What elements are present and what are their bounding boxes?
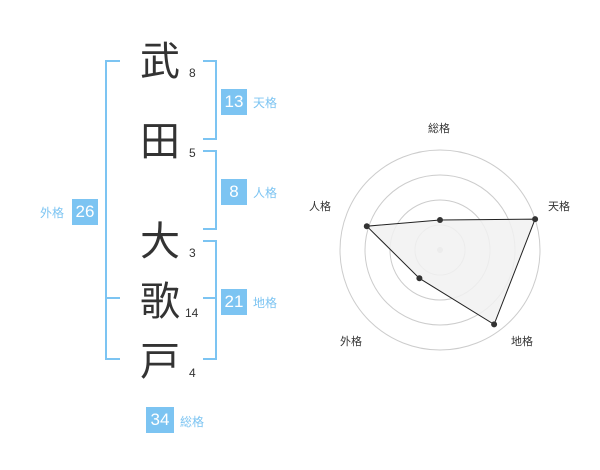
radar-ring-4	[339, 149, 541, 351]
chikaku-bracket	[203, 240, 217, 360]
name-char-3: 大	[140, 219, 180, 265]
name-char-4: 歌	[140, 279, 180, 325]
radar-point-1	[437, 217, 443, 223]
gaikaku-bracket	[105, 60, 120, 360]
jinkaku-label: 人格	[253, 186, 278, 200]
chikaku-label: 地格	[253, 296, 278, 310]
radar-axis-label-soukaku: 総格	[428, 122, 450, 135]
jinkaku-score: 8	[221, 179, 247, 205]
radar-points	[363, 216, 539, 328]
stroke-count-3: 3	[189, 246, 196, 260]
jinkaku-bracket	[203, 150, 217, 230]
radar-point-5	[363, 223, 370, 230]
stroke-count-5: 4	[189, 366, 196, 380]
chikaku-score: 21	[221, 289, 247, 315]
radar-axis-label-tenkaku: 天格	[548, 200, 570, 213]
tenkaku-bracket	[203, 60, 217, 140]
radar-point-2	[532, 216, 539, 223]
name-char-2: 田	[140, 119, 180, 165]
name-char-5: 戸	[140, 339, 180, 385]
radar-point-3	[491, 321, 498, 328]
stroke-count-2: 5	[189, 146, 196, 160]
soukaku-label: 総格	[180, 415, 205, 429]
radar-point-4	[416, 275, 423, 282]
gaikaku-score: 26	[72, 199, 98, 225]
gaikaku-label: 外格	[40, 206, 65, 220]
radar-axis-label-gaikaku: 外格	[340, 335, 362, 348]
tenkaku-score: 13	[221, 89, 247, 115]
name-char-1: 武	[140, 39, 180, 85]
stroke-count-1: 8	[189, 66, 196, 80]
soukaku-score: 34	[146, 407, 174, 433]
radar-polygon	[365, 218, 536, 326]
tenkaku-label: 天格	[253, 96, 278, 110]
radar-axis-label-jinkaku: 人格	[309, 200, 331, 213]
stroke-count-4: 14	[185, 306, 199, 320]
radar-axis-label-chikaku: 地格	[511, 335, 533, 348]
